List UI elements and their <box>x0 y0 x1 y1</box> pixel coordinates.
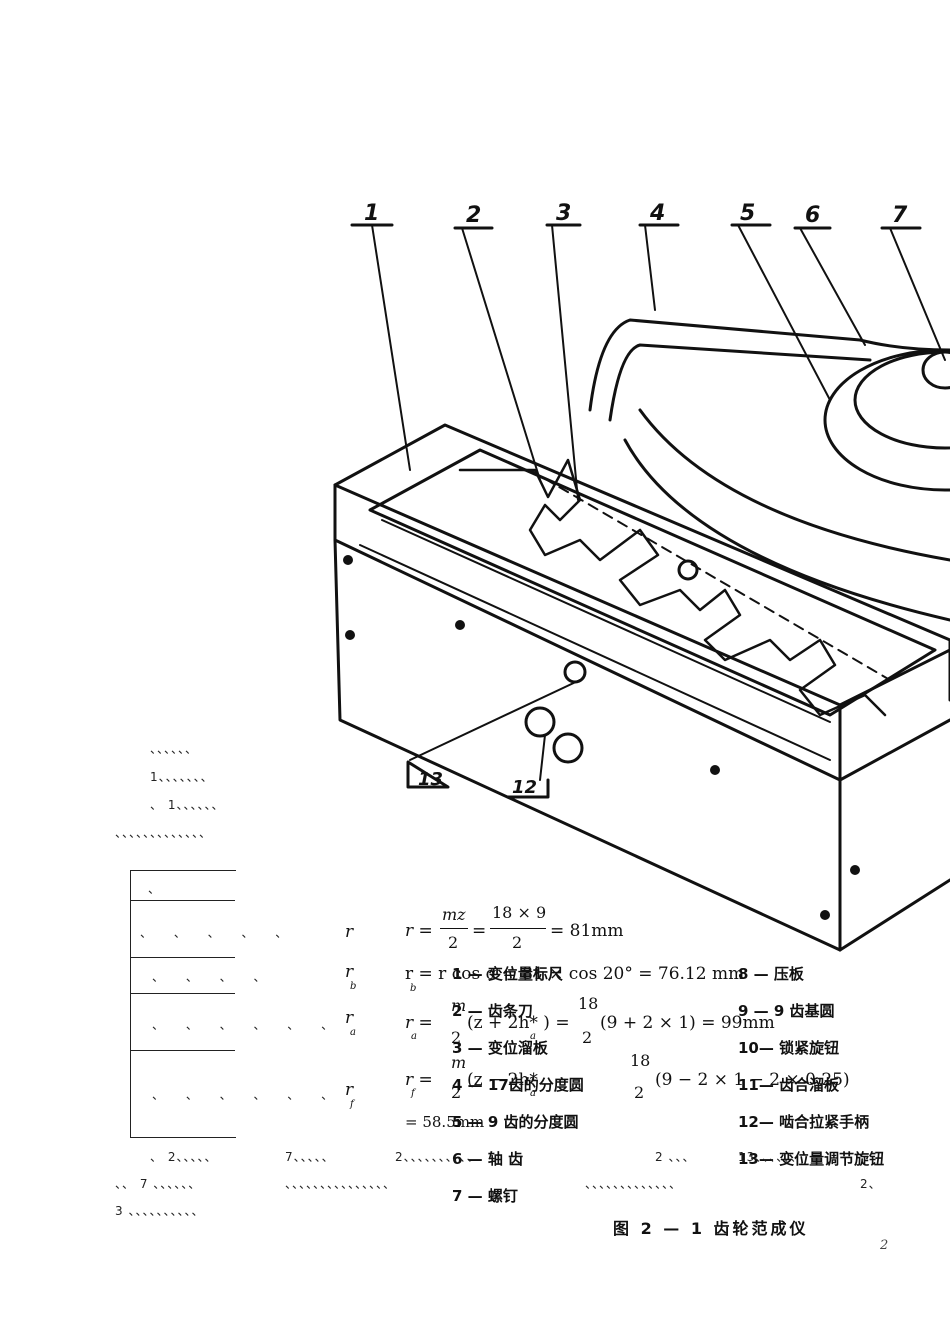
formula-rf-sub: f <box>411 1088 415 1099</box>
callout-13: 13 <box>418 769 443 790</box>
legend-item-5: 5 — 9 齿的分度圆 <box>452 1113 579 1131</box>
formula-r-bar1 <box>440 928 468 929</box>
legend-item-4: 4 — 17齿的分度圆 <box>452 1076 584 1094</box>
symbol-ra-sub: a <box>350 1027 356 1038</box>
bottom-text-1c: 2、、、、、、、、、、 <box>395 1150 480 1164</box>
formula-rf-result: = 58.5mm <box>405 1113 485 1131</box>
bottom-text-1b: 7、、、、、 <box>285 1150 335 1164</box>
formula-ra-den2: 2 <box>582 1028 593 1047</box>
symbol-rf: r <box>345 1080 354 1100</box>
formula-rf-sub3: a <box>530 1088 536 1099</box>
row-label-base-radius: 、 、 、 、 <box>152 970 275 984</box>
formula-rf-lhs: r = <box>405 1070 433 1090</box>
table-divider <box>130 900 235 901</box>
formula-ra-num: m <box>451 996 467 1015</box>
formula-rf-den2: 2 <box>634 1083 645 1102</box>
formula-ra-sub: a <box>411 1031 417 1042</box>
bottom-text-1d: 2 、、、 <box>655 1150 696 1164</box>
callout-1: 1 <box>364 201 379 226</box>
symbol-rf-sub: f <box>350 1099 354 1110</box>
bottom-text-2a: 、、 7 、、、、、、 <box>115 1177 202 1191</box>
row-label-pitch-radius: 、 、 、 、 、 <box>140 926 297 940</box>
bottom-text-2c: 、、、、、、、、、、、、、 <box>585 1177 683 1191</box>
callout-2: 2 <box>466 203 481 228</box>
callout-4: 4 <box>649 201 665 226</box>
bottom-text-1a: 、 2、、、、、 <box>150 1150 218 1164</box>
bottom-text-3: 3 、、、、、、、、、、 <box>115 1204 205 1218</box>
formula-r-result: = 81mm <box>550 921 624 941</box>
text-line-2: 1、、、、、、、 <box>150 770 214 784</box>
parameter-table <box>130 870 236 1138</box>
row-label-root-radius: 、 、 、 、 、 、 <box>152 1088 343 1102</box>
page-number: 2 <box>880 1238 889 1253</box>
callout-6: 6 <box>805 203 820 228</box>
text-line-4: 、、、、、、、、、、、、、 <box>115 826 213 840</box>
formula-ra-lhs: r = <box>405 1013 433 1033</box>
callout-12: 12 <box>512 777 537 798</box>
formula-r-den1: 2 <box>448 933 459 952</box>
text-line-3: 、 1、、、、、、 <box>150 798 225 812</box>
bottom-text-2d: 2、 <box>860 1177 882 1191</box>
formula-r-bar2 <box>490 928 546 929</box>
table-divider <box>130 1050 235 1051</box>
symbol-rb-sub: b <box>350 981 357 992</box>
legend-item-10: 10— 锁紧旋钮 <box>738 1039 840 1057</box>
symbol-rb: r <box>345 962 354 982</box>
text-line-1: 、、、、、、 <box>150 742 199 756</box>
formula-r-num1: mz <box>442 905 466 924</box>
legend-item-1: 1 — 变位量标尺 <box>452 965 563 983</box>
formula-rb-sub: b <box>410 983 417 994</box>
callout-3: 3 <box>556 201 571 226</box>
bottom-text-2b: 、、、、、、、、、、、、、、、 <box>285 1177 397 1191</box>
formula-rf-num: m <box>451 1053 467 1072</box>
legend-item-9: 9 — 9 齿基圆 <box>738 1002 835 1020</box>
legend-item-12: 12— 啮合拉紧手柄 <box>738 1113 870 1131</box>
bottom-text-1e: 13、、、、、、 <box>738 1150 804 1164</box>
formula-ra-den: 2 <box>451 1028 462 1047</box>
callout-7: 7 <box>892 203 908 228</box>
formula-rf-den: 2 <box>451 1083 462 1102</box>
formula-rf-mid: (z − 2h* <box>467 1070 538 1090</box>
formula-r-lhs: r = <box>405 921 433 941</box>
legend-item-6: 6 — 轴 齿 <box>452 1150 524 1168</box>
symbol-ra: r <box>345 1008 354 1028</box>
legend-item-11: 11— 齿合溜板 <box>738 1076 840 1094</box>
formula-ra-num2: 18 <box>578 994 599 1013</box>
legend-item-3: 3 — 变位溜板 <box>452 1039 548 1057</box>
formula-rf-num2: 18 <box>630 1051 651 1070</box>
table-header: 、 <box>148 882 170 896</box>
formula-r-den2: 2 <box>512 933 523 952</box>
formula-rb: r = r cos α = 81 × cos 20° = 76.12 mm <box>405 964 745 984</box>
formula-r-num2: 18 × 9 <box>492 903 547 922</box>
callout-5: 5 <box>740 201 755 226</box>
legend-item-13: 13— 变位量调节旋钮 <box>738 1150 885 1168</box>
legend-item-2: 2 — 齿条刀 <box>452 1002 533 1020</box>
formula-ra-sub3: a <box>530 1031 536 1042</box>
row-label-tip-radius: 、 、 、 、 、 、 <box>152 1018 343 1032</box>
formula-ra-mid: (z + 2h* ) = <box>467 1013 570 1033</box>
formula-r-eq2: = <box>472 921 487 941</box>
legend-item-7: 7 — 螺钉 <box>452 1187 518 1205</box>
symbol-r: r <box>345 922 354 942</box>
table-divider <box>130 993 235 994</box>
formula-ra-rest: (9 + 2 × 1) = 99mm <box>600 1013 775 1033</box>
legend-item-8: 8 — 压板 <box>738 965 804 983</box>
formula-rf-rest: (9 − 2 × 1 − 2 × 0.25) <box>655 1070 850 1090</box>
table-divider <box>130 957 235 958</box>
figure-caption: 图 2 — 1 齿轮范成仪 <box>613 1219 809 1238</box>
